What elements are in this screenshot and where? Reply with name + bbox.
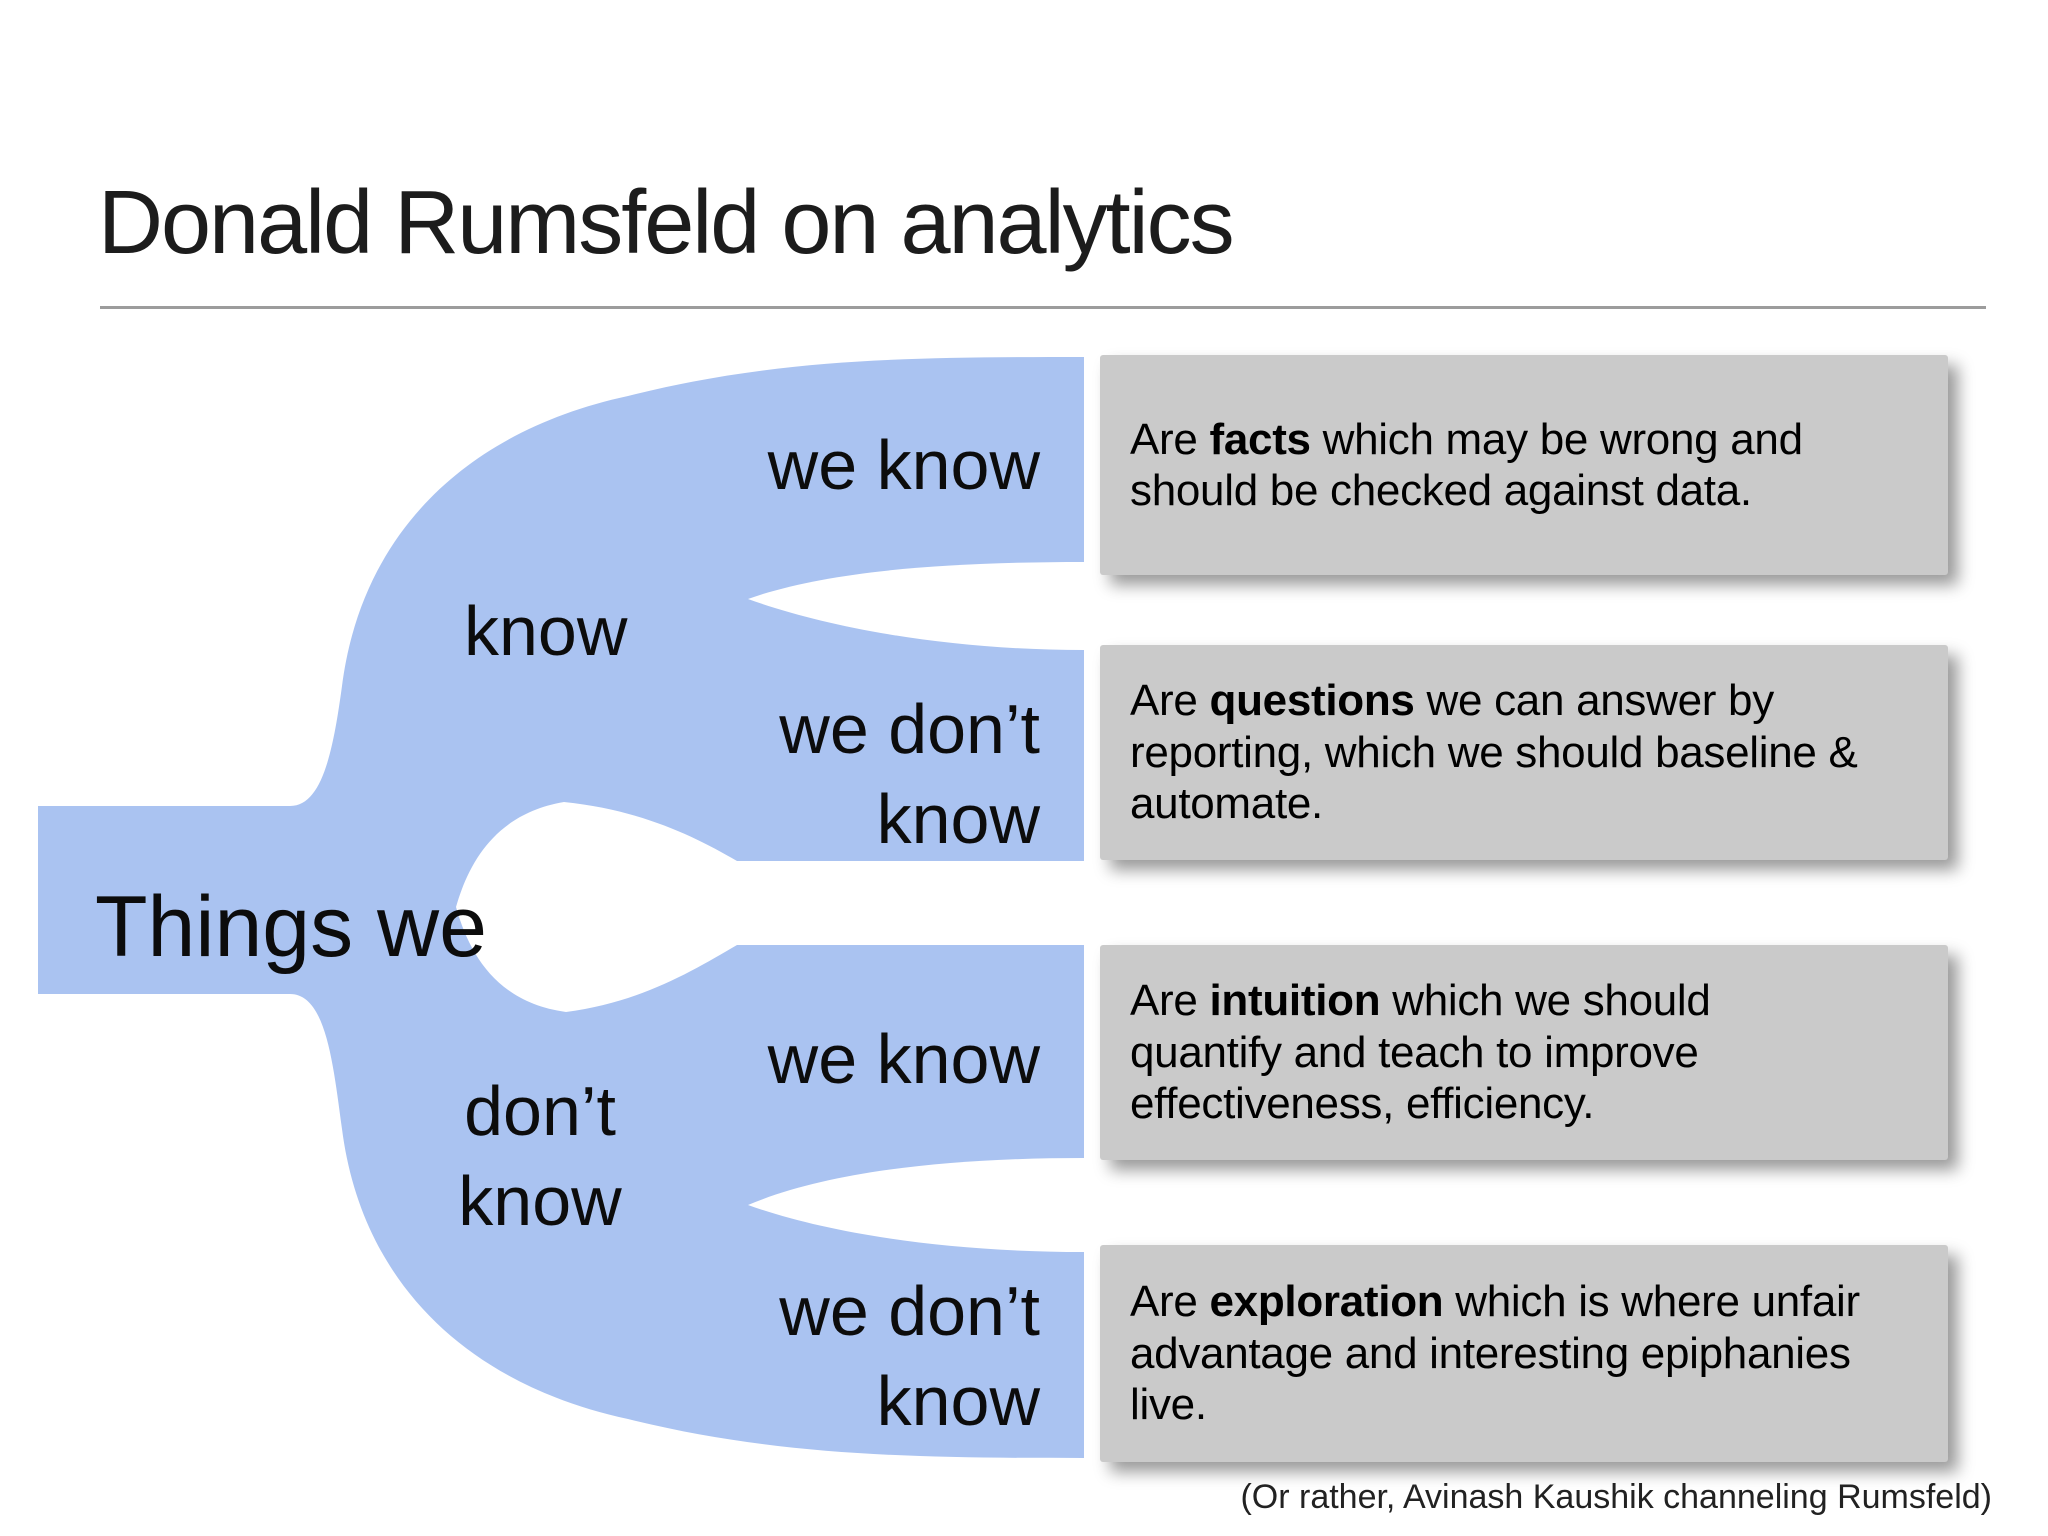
leaf-dont-we-know-label: we know xyxy=(767,1020,1040,1098)
note-box-questions: Are questions we can answer by reporting… xyxy=(1100,645,1948,860)
note-box-intuition: Are intuition which we should quantify a… xyxy=(1100,945,1948,1160)
note-box-exploration: Are exploration which is where unfair ad… xyxy=(1100,1245,1948,1462)
note-text-after: which may be wrong and should be checked… xyxy=(1130,414,1803,515)
note-keyword: facts xyxy=(1209,414,1312,464)
branch-gap-upper-icon xyxy=(748,562,1084,650)
leaf-know-we-dont-know-label: we don’t know xyxy=(779,690,1040,859)
note-text-before: Are xyxy=(1130,676,1210,726)
attribution-caption: (Or rather, Avinash Kaushik channeling R… xyxy=(1240,1478,1992,1516)
leaf-dont-we-dont-know-label: we don’t know xyxy=(779,1272,1040,1441)
branch-dont-know-label: don’t know xyxy=(458,1072,622,1241)
note-text-before: Are xyxy=(1130,414,1210,464)
note-box-questions-text: Are questions we can answer by reporting… xyxy=(1130,675,1860,829)
note-box-facts-text: Are facts which may be wrong and should … xyxy=(1130,414,1860,517)
trunk-label: Things we xyxy=(95,879,487,975)
note-keyword: exploration xyxy=(1209,1277,1444,1327)
note-keyword: questions xyxy=(1209,676,1415,726)
note-box-facts: Are facts which may be wrong and should … xyxy=(1100,355,1948,575)
branch-gap-center-icon xyxy=(456,802,1084,1012)
note-box-exploration-text: Are exploration which is where unfair ad… xyxy=(1130,1276,1860,1430)
note-text-after: we can answer by reporting, which we sho… xyxy=(1130,676,1858,829)
note-text-after: which we should quantify and teach to im… xyxy=(1130,976,1711,1129)
note-keyword: intuition xyxy=(1209,976,1381,1026)
note-text-before: Are xyxy=(1130,1277,1210,1327)
branch-know-label: know xyxy=(464,592,628,670)
page-title: Donald Rumsfeld on analytics xyxy=(98,173,1235,273)
note-text-after: which is where unfair advantage and inte… xyxy=(1130,1277,1860,1430)
note-text-before: Are xyxy=(1130,976,1210,1026)
title-divider xyxy=(100,306,1986,309)
branch-gap-lower-icon xyxy=(748,1158,1084,1252)
leaf-know-we-know-label: we know xyxy=(767,426,1040,504)
note-box-intuition-text: Are intuition which we should quantify a… xyxy=(1130,975,1860,1129)
